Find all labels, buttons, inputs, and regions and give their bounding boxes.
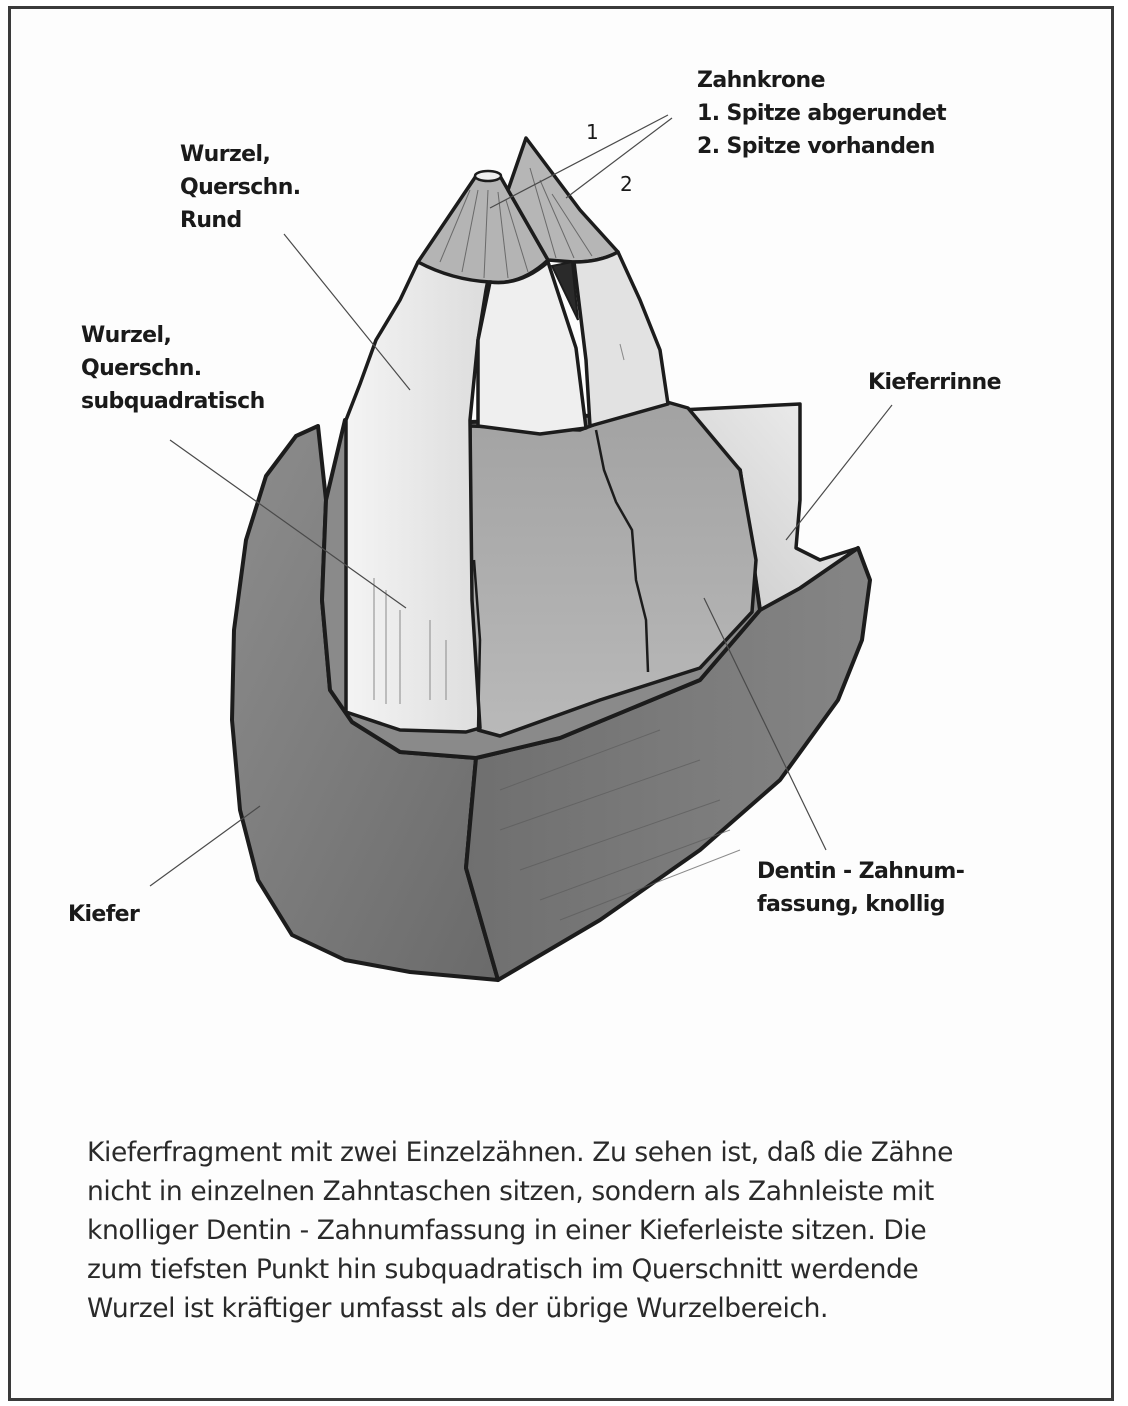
label-wurzel-rund-line1: Wurzel, bbox=[180, 138, 301, 171]
label-dentin-line2: fassung, knollig bbox=[757, 888, 964, 921]
label-wurzel-subquad-line1: Wurzel, bbox=[81, 319, 265, 352]
label-number-1: 1 bbox=[586, 120, 599, 144]
caption-line-2: nicht in einzelnen Zahntaschen sitzen, s… bbox=[87, 1172, 1047, 1211]
caption-line-1: Kieferfragment mit zwei Einzelzähnen. Zu… bbox=[87, 1133, 1047, 1172]
caption-line-5: Wurzel ist kräftiger umfasst als der übr… bbox=[87, 1289, 1047, 1328]
caption-line-4: zum tiefsten Punkt hin subquadratisch im… bbox=[87, 1250, 1047, 1289]
leader-crown-2 bbox=[566, 118, 672, 198]
root-tooth-1 bbox=[346, 262, 490, 732]
label-zahnkrone-title: Zahnkrone bbox=[697, 64, 946, 97]
label-number-2: 2 bbox=[620, 172, 633, 196]
label-wurzel-rund: Wurzel, Querschn. Rund bbox=[180, 138, 301, 237]
label-wurzel-subquadratisch: Wurzel, Querschn. subquadratisch bbox=[81, 319, 265, 418]
label-dentin: Dentin - Zahnum- fassung, knollig bbox=[757, 855, 964, 921]
leader-kieferrinne bbox=[786, 405, 892, 540]
crown-tip-rounded bbox=[475, 171, 501, 181]
label-zahnkrone: Zahnkrone 1. Spitze abgerundet 2. Spitze… bbox=[697, 64, 946, 163]
label-wurzel-rund-line3: Rund bbox=[180, 204, 301, 237]
label-zahnkrone-item1: 1. Spitze abgerundet bbox=[697, 97, 946, 130]
label-wurzel-subquad-line2: Querschn. bbox=[81, 352, 265, 385]
caption-line-3: knolliger Dentin - Zahnumfassung in eine… bbox=[87, 1211, 1047, 1250]
leader-kiefer bbox=[150, 806, 260, 886]
label-kieferrinne: Kieferrinne bbox=[868, 366, 1001, 399]
label-kiefer: Kiefer bbox=[68, 898, 139, 931]
label-dentin-line1: Dentin - Zahnum- bbox=[757, 855, 964, 888]
label-zahnkrone-item2: 2. Spitze vorhanden bbox=[697, 130, 946, 163]
label-wurzel-subquad-line3: subquadratisch bbox=[81, 385, 265, 418]
figure-caption: Kieferfragment mit zwei Einzelzähnen. Zu… bbox=[87, 1133, 1047, 1328]
label-wurzel-rund-line2: Querschn. bbox=[180, 171, 301, 204]
root-tooth-2-back bbox=[574, 252, 668, 426]
